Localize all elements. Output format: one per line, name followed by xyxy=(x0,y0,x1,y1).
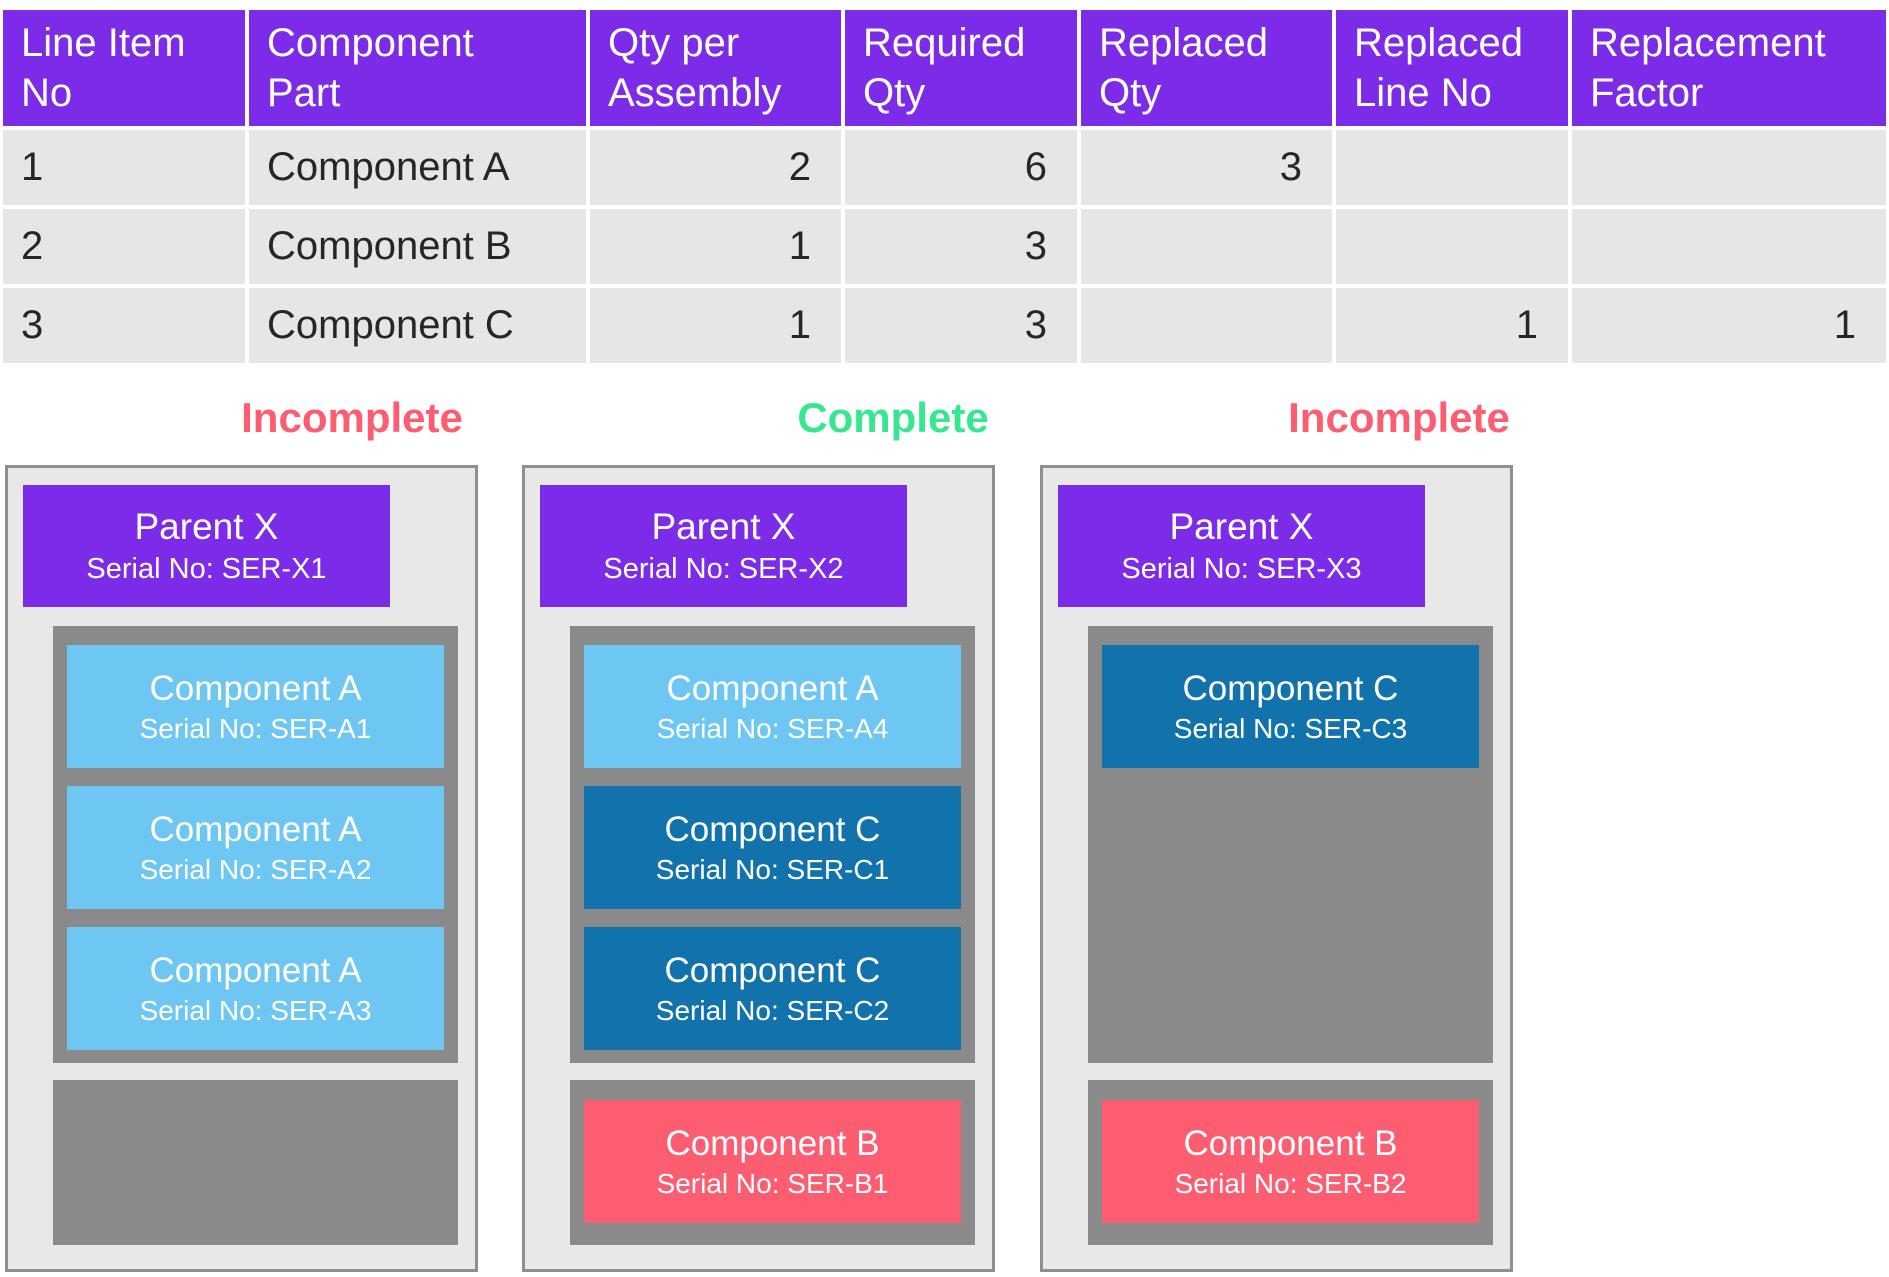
column-header-qty-per-assembly: Qty per Assembly xyxy=(590,10,841,126)
component-box: Component C Serial No: SER-C3 xyxy=(1102,645,1479,768)
component-serial: Serial No: SER-C3 xyxy=(1173,712,1408,744)
table-cell-replaced-qty xyxy=(1081,209,1332,284)
parent-name: Parent X xyxy=(1169,506,1314,547)
table-cell-component-part: Component B xyxy=(249,209,586,284)
component-box: Component B Serial No: SER-B1 xyxy=(584,1100,961,1223)
component-serial: Serial No: SER-B1 xyxy=(656,1167,889,1199)
component-name: Component B xyxy=(665,1123,880,1163)
table-cell-replacement-factor xyxy=(1572,209,1886,284)
parent-box: Parent X Serial No: SER-X3 xyxy=(1058,485,1425,607)
component-name: Component A xyxy=(666,668,879,708)
table-cell-replaced-qty xyxy=(1081,288,1332,363)
parent-name: Parent X xyxy=(134,506,279,547)
table-cell-required-qty: 6 xyxy=(845,130,1077,205)
table-cell-replaced-qty: 3 xyxy=(1081,130,1332,205)
table-cell-required-qty: 3 xyxy=(845,288,1077,363)
table-cell-qty-per-assembly: 2 xyxy=(590,130,841,205)
status-label-incomplete-2: Incomplete xyxy=(1288,394,1510,441)
component-box: Component A Serial No: SER-A1 xyxy=(67,645,444,768)
component-box: Component B Serial No: SER-B2 xyxy=(1102,1100,1479,1223)
assembly-panel-ser-x1: Parent X Serial No: SER-X1 Component A S… xyxy=(5,465,478,1272)
component-name: Component C xyxy=(664,809,881,849)
column-header-component-part: Component Part xyxy=(249,10,586,126)
status-label-complete: Complete xyxy=(797,394,989,441)
table-cell-required-qty: 3 xyxy=(845,209,1077,284)
replacement-slot-container: Component B Serial No: SER-B1 xyxy=(570,1080,975,1245)
installed-components-container: Component A Serial No: SER-A4 Component … xyxy=(570,626,975,1063)
component-name: Component C xyxy=(664,950,881,990)
parent-name: Parent X xyxy=(651,506,796,547)
installed-components-container: Component C Serial No: SER-C3 xyxy=(1088,626,1493,1063)
table-cell-line-no: 3 xyxy=(3,288,245,363)
column-header-replaced-line-no: Replaced Line No xyxy=(1336,10,1568,126)
table-cell-replaced-line-no: 1 xyxy=(1336,288,1568,363)
component-serial: Serial No: SER-B2 xyxy=(1174,1167,1407,1199)
table-cell-line-no: 2 xyxy=(3,209,245,284)
component-box: Component C Serial No: SER-C2 xyxy=(584,927,961,1050)
table-cell-component-part: Component C xyxy=(249,288,586,363)
component-serial: Serial No: SER-C1 xyxy=(655,853,890,885)
table-cell-replaced-line-no xyxy=(1336,209,1568,284)
replacement-slot-container: Component B Serial No: SER-B2 xyxy=(1088,1080,1493,1245)
component-box: Component A Serial No: SER-A4 xyxy=(584,645,961,768)
component-serial: Serial No: SER-A2 xyxy=(139,853,372,885)
empty-slot-container xyxy=(53,1080,458,1245)
assembly-panel-ser-x2: Parent X Serial No: SER-X2 Component A S… xyxy=(522,465,995,1272)
parent-box: Parent X Serial No: SER-X1 xyxy=(23,485,390,607)
component-box: Component C Serial No: SER-C1 xyxy=(584,786,961,909)
column-header-required-qty: Required Qty xyxy=(845,10,1077,126)
parent-serial: Serial No: SER-X2 xyxy=(603,553,844,585)
parent-serial: Serial No: SER-X3 xyxy=(1121,553,1362,585)
component-serial: Serial No: SER-C2 xyxy=(655,994,890,1026)
installed-components-container: Component A Serial No: SER-A1 Component … xyxy=(53,626,458,1063)
column-header-replaced-qty: Replaced Qty xyxy=(1081,10,1332,126)
component-serial: Serial No: SER-A1 xyxy=(139,712,372,744)
parent-serial: Serial No: SER-X1 xyxy=(86,553,327,585)
component-serial: Serial No: SER-A4 xyxy=(656,712,889,744)
table-cell-qty-per-assembly: 1 xyxy=(590,288,841,363)
component-name: Component A xyxy=(149,950,362,990)
table-cell-replaced-line-no xyxy=(1336,130,1568,205)
table-cell-line-no: 1 xyxy=(3,130,245,205)
table-cell-component-part: Component A xyxy=(249,130,586,205)
parent-box: Parent X Serial No: SER-X2 xyxy=(540,485,907,607)
component-serial: Serial No: SER-A3 xyxy=(139,994,372,1026)
component-name: Component A xyxy=(149,809,362,849)
component-box: Component A Serial No: SER-A3 xyxy=(67,927,444,1050)
component-name: Component A xyxy=(149,668,362,708)
component-name: Component B xyxy=(1183,1123,1398,1163)
column-header-line-item-no: Line Item No xyxy=(3,10,245,126)
table-cell-replacement-factor xyxy=(1572,130,1886,205)
table-cell-replacement-factor: 1 xyxy=(1572,288,1886,363)
bom-table: Line Item No Component Part Qty per Asse… xyxy=(3,10,1886,363)
column-header-replacement-factor: Replacement Factor xyxy=(1572,10,1886,126)
component-box: Component A Serial No: SER-A2 xyxy=(67,786,444,909)
table-cell-qty-per-assembly: 1 xyxy=(590,209,841,284)
component-name: Component C xyxy=(1182,668,1399,708)
status-label-incomplete-1: Incomplete xyxy=(241,394,463,441)
assembly-panel-ser-x3: Parent X Serial No: SER-X3 Component C S… xyxy=(1040,465,1513,1272)
